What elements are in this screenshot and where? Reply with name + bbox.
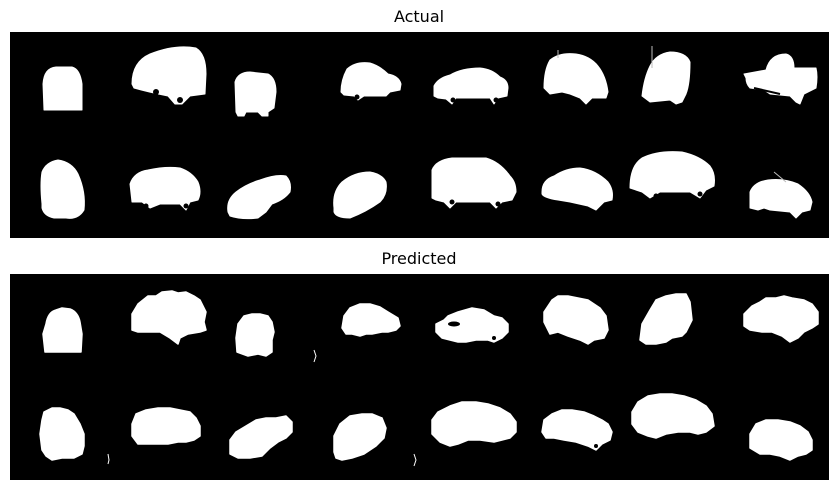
actual-mask-r2-c7 — [629, 151, 715, 199]
predicted-mask-r2-c5 — [431, 401, 517, 447]
actual-mask-r1-c8-bumper — [753, 87, 781, 95]
predicted-panel-title: Predicted — [381, 249, 457, 268]
predicted-mask-r2-c4 — [333, 413, 387, 461]
actual-mask-r2-c4 — [333, 171, 387, 219]
actual-mask-r2-c5 — [431, 157, 517, 209]
actual-mask-r1-c5 — [433, 67, 509, 105]
actual-antenna-lines — [557, 46, 787, 183]
actual-mask-r2-c2 — [129, 166, 201, 211]
predicted-mask-r1-c6 — [543, 295, 609, 345]
predicted-masks-panel — [10, 274, 829, 480]
predicted-mask-r1-c3 — [235, 313, 275, 357]
predicted-mask-r1-c2 — [131, 290, 207, 345]
actual-masks-svg — [40, 46, 818, 220]
predicted-mask-r2-c8 — [749, 419, 813, 461]
actual-panel-title: Actual — [393, 7, 445, 26]
predicted-mask-r2-c6 — [541, 409, 613, 451]
predicted-mask-r1-c4 — [341, 303, 401, 337]
actual-mask-r1-c4 — [340, 62, 402, 101]
predicted-mask-r2-c7 — [631, 393, 715, 439]
actual-mask-r1-c7 — [641, 51, 691, 105]
actual-mask-r1-c6 — [543, 53, 609, 105]
predicted-mask-r1-c7 — [639, 293, 693, 345]
predicted-holes — [448, 321, 598, 448]
predicted-noise-specks — [107, 349, 417, 467]
actual-mask-r1-c3 — [234, 71, 277, 117]
actual-wheel-details — [143, 89, 703, 209]
predicted-mask-r2-c1 — [39, 407, 85, 461]
predicted-mask-r1-c5 — [435, 307, 509, 343]
actual-mask-r1-c1 — [42, 66, 83, 111]
actual-mask-r1-c8 — [743, 53, 818, 105]
predicted-mask-r2-c3 — [229, 415, 293, 459]
predicted-mask-r1-c1 — [42, 307, 83, 353]
actual-mask-r1-c2 — [131, 46, 207, 105]
actual-mask-r2-c6 — [541, 167, 613, 211]
actual-mask-r2-c8 — [749, 179, 813, 219]
actual-masks-panel — [10, 32, 829, 238]
actual-mask-r2-c1 — [40, 159, 85, 219]
actual-mask-r2-c3 — [227, 175, 291, 220]
predicted-mask-r2-c2 — [131, 407, 201, 445]
predicted-mask-r1-c8 — [743, 295, 819, 343]
predicted-masks-svg — [39, 290, 819, 467]
